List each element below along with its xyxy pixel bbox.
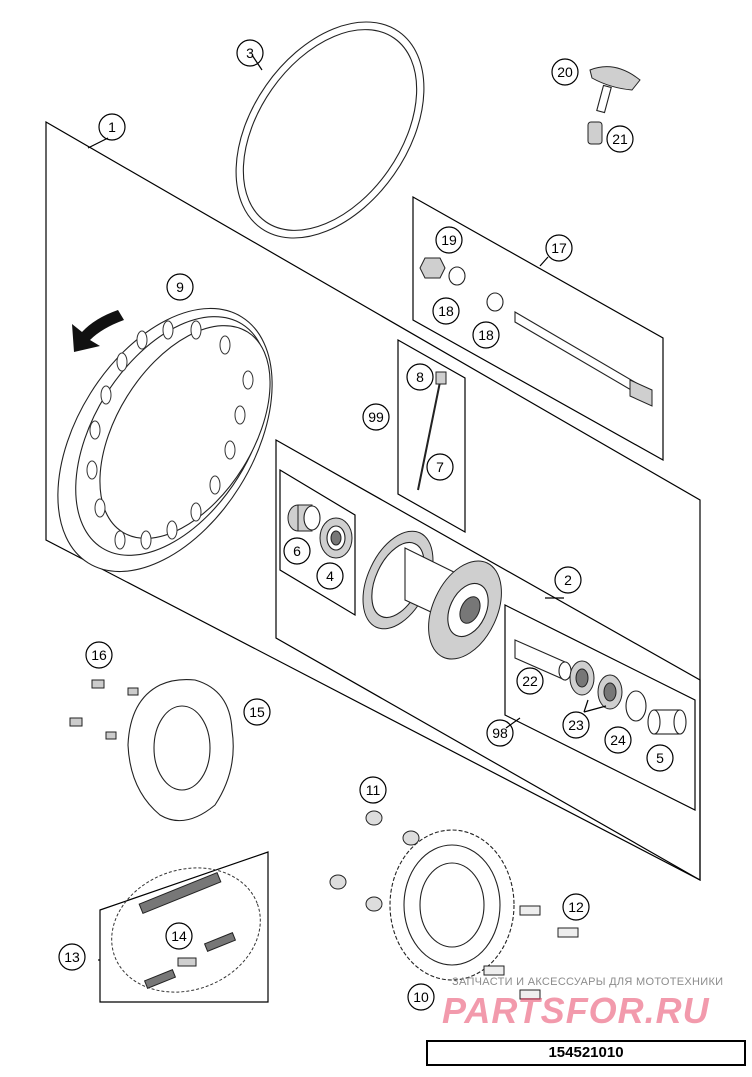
- group-frame-bearings-left: [279, 468, 356, 617]
- svg-text:13: 13: [64, 949, 80, 965]
- svg-text:2: 2: [564, 572, 572, 588]
- callout-11: 11: [359, 776, 387, 804]
- callout-21: 21: [606, 125, 634, 153]
- watermark-logo: PARTSFOR.RU: [442, 990, 710, 1031]
- svg-text:14: 14: [171, 928, 187, 944]
- svg-text:98: 98: [492, 725, 508, 741]
- svg-text:6: 6: [293, 543, 301, 559]
- chain-link-14: [177, 957, 197, 967]
- rim: [57, 307, 273, 573]
- callout-9: 9: [166, 273, 194, 301]
- callout-1: 1: [98, 113, 126, 141]
- svg-text:18: 18: [478, 327, 494, 343]
- svg-text:24: 24: [610, 732, 626, 748]
- callout-20: 20: [551, 58, 579, 86]
- callout-17: 17: [545, 234, 573, 262]
- axle-17: [514, 311, 653, 407]
- svg-text:5: 5: [656, 750, 664, 766]
- group-frame-spoke: [397, 338, 466, 534]
- circlip-24: [625, 690, 647, 722]
- callout-18a: 18: [432, 297, 460, 325]
- brake-disc-15: [127, 679, 234, 822]
- tire: [235, 21, 425, 239]
- svg-text:17: 17: [551, 240, 567, 256]
- callout-13: 13: [58, 943, 86, 971]
- callout-24: 24: [604, 726, 632, 754]
- svg-text:1: 1: [108, 119, 116, 135]
- watermark-subtitle: ЗАПЧАСТИ И АКСЕССУАРЫ ДЛЯ МОТОТЕХНИКИ: [452, 976, 724, 988]
- svg-text:16: 16: [91, 647, 107, 663]
- callout-7: 7: [426, 453, 454, 481]
- spacer-6: [287, 504, 321, 532]
- group-frame-axle: [412, 195, 664, 462]
- callout-6: 6: [283, 537, 311, 565]
- spacer-5: [647, 709, 687, 735]
- washer-18b: [486, 292, 504, 312]
- nipple-8: [435, 371, 447, 385]
- hub: [362, 530, 502, 660]
- svg-text:19: 19: [441, 232, 457, 248]
- svg-text:11: 11: [366, 782, 381, 798]
- callout-2: 2: [554, 566, 582, 594]
- group-frame-hub: [275, 438, 701, 882]
- screws-12: [483, 905, 579, 1000]
- callout-3: 3: [236, 39, 264, 67]
- rotation-arrow: [72, 310, 124, 352]
- svg-text:7: 7: [436, 459, 444, 475]
- callout-10: 10: [407, 983, 435, 1011]
- valve-cap-20: [589, 66, 641, 114]
- callout-5: 5: [646, 744, 674, 772]
- sprocket-10: [389, 829, 515, 981]
- callout-4: 4: [316, 562, 344, 590]
- document-number: 154521010: [426, 1040, 746, 1066]
- callout-15: 15: [243, 698, 271, 726]
- svg-text:20: 20: [557, 64, 573, 80]
- svg-text:22: 22: [522, 673, 538, 689]
- svg-text:4: 4: [326, 568, 334, 584]
- callout-8: 8: [406, 363, 434, 391]
- washer-18a: [448, 266, 466, 286]
- svg-text:12: 12: [568, 899, 584, 915]
- group-frame-chain: [99, 851, 269, 1003]
- screws-16: [69, 679, 139, 740]
- callout-12: 12: [562, 893, 590, 921]
- svg-text:9: 9: [176, 279, 184, 295]
- callout-23: 23: [562, 711, 590, 739]
- valve-nut-21: [587, 121, 603, 145]
- svg-text:3: 3: [246, 45, 254, 61]
- callout-99: 99: [362, 403, 390, 431]
- bearings-23: [569, 660, 623, 710]
- spoke-7: [417, 381, 441, 491]
- callout-14: 14: [165, 922, 193, 950]
- svg-text:99: 99: [368, 409, 384, 425]
- callout-18b: 18: [472, 321, 500, 349]
- callout-22: 22: [516, 667, 544, 695]
- svg-text:8: 8: [416, 369, 424, 385]
- nut-19: [419, 257, 446, 279]
- bearing-4: [319, 517, 353, 559]
- callout-19: 19: [435, 226, 463, 254]
- callout-98: 98: [486, 719, 514, 747]
- svg-text:18: 18: [438, 303, 454, 319]
- svg-text:21: 21: [612, 131, 628, 147]
- svg-text:23: 23: [568, 717, 584, 733]
- svg-text:10: 10: [413, 989, 429, 1005]
- nuts-11: [329, 810, 420, 912]
- group-frame-bearings-right: [504, 604, 696, 811]
- chain-13: [111, 867, 261, 993]
- leader-lines: [87, 54, 607, 961]
- svg-text:15: 15: [249, 704, 265, 720]
- callout-16: 16: [85, 641, 113, 669]
- sleeve-22: [514, 639, 572, 681]
